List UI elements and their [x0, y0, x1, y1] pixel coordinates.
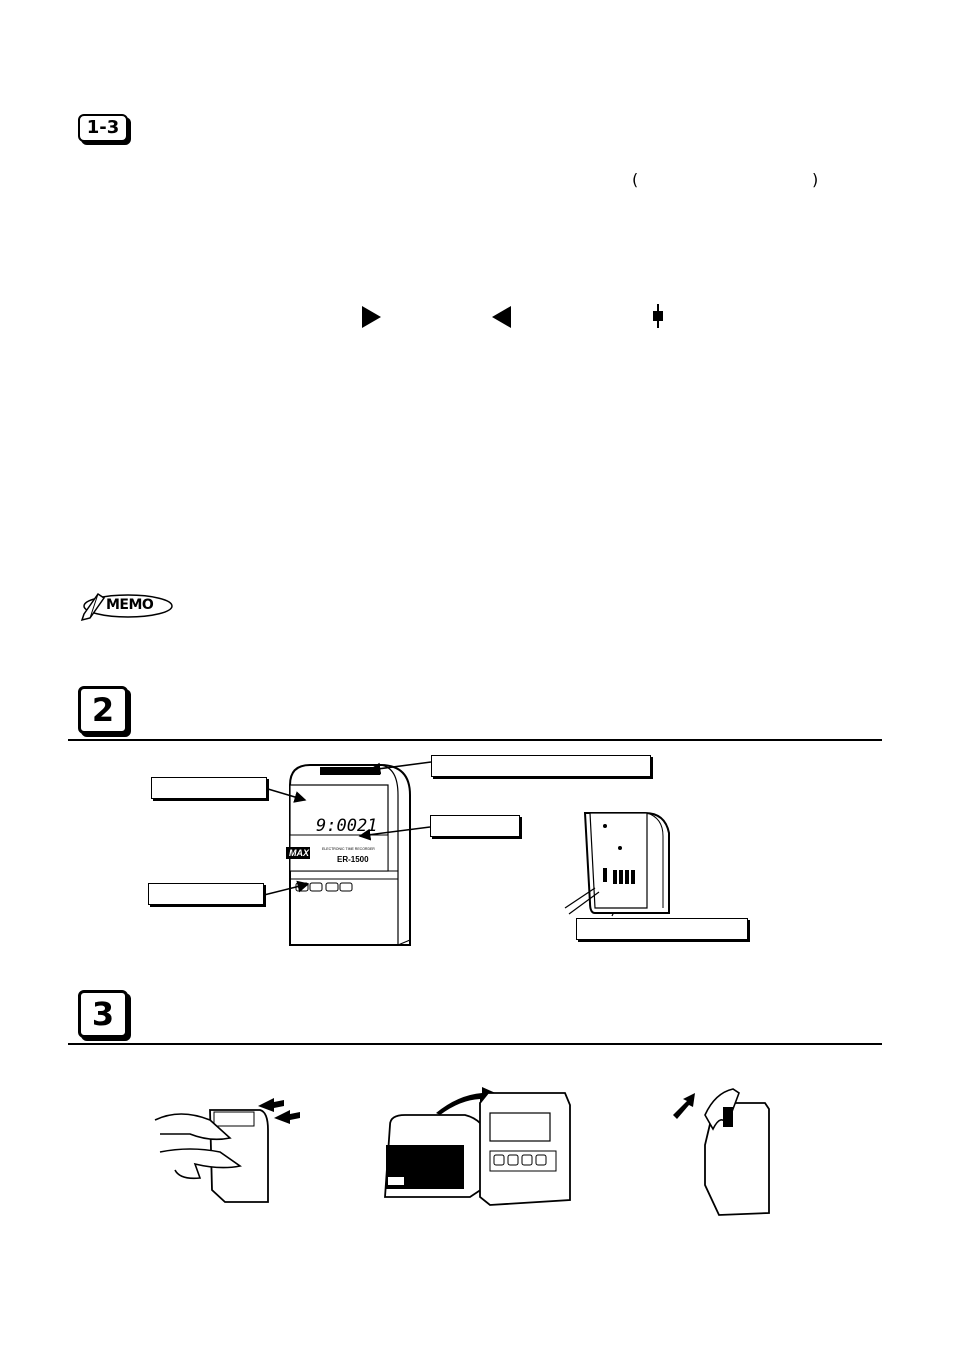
device-small-text: ELECTRONIC TIME RECORDER [322, 847, 375, 851]
cover-release-illustration [154, 1098, 300, 1203]
section-3-rule [68, 1043, 882, 1045]
step-3-label: 3 [91, 995, 115, 1033]
paren-open: ( [632, 170, 639, 189]
device-model: ER-1500 [337, 855, 369, 864]
step-1-3-badge: 1-3 [78, 114, 128, 142]
device-rear-illustration [564, 812, 670, 915]
play-right-icon [362, 306, 381, 328]
memo-label: MEMO [106, 597, 154, 613]
buttons-label-box [148, 883, 264, 905]
step-2-badge: 2 [78, 686, 128, 734]
step-2-label: 2 [91, 691, 115, 729]
section-2-rule [68, 739, 882, 741]
memo-icon [80, 592, 173, 622]
cover-lift-illustration [673, 1088, 770, 1216]
step-1-3-label: 1-3 [86, 117, 120, 138]
step-3-badge: 3 [78, 990, 128, 1038]
cover-removal-illustration [384, 1087, 571, 1206]
display-label-box [151, 777, 267, 799]
card-slot-label-box [431, 755, 651, 777]
time-display-label-box [430, 815, 520, 837]
power-cord-label-box [576, 918, 748, 940]
up-down-icon [653, 304, 663, 328]
device-brand: MAX [289, 848, 309, 858]
device-front-illustration [286, 764, 411, 946]
paren-close: ) [812, 170, 819, 189]
play-left-icon [492, 306, 511, 328]
